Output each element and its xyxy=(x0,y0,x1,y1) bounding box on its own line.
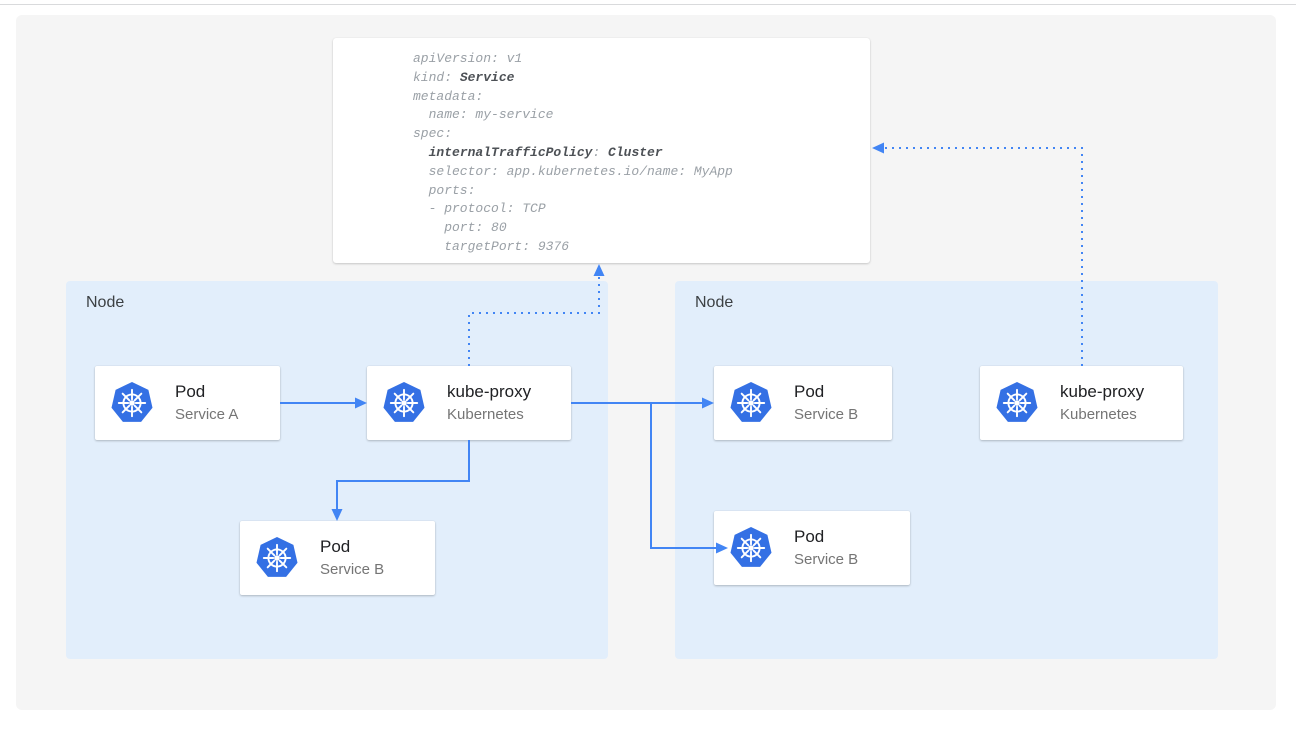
top-divider xyxy=(0,4,1296,5)
card-subtitle: Service B xyxy=(794,551,859,568)
yaml-code-line: targetPort: 9376 xyxy=(413,238,570,254)
node-label: Node xyxy=(86,294,125,311)
kubernetes-logo-icon xyxy=(729,526,773,570)
pod-card-service-b-right-bottom: Pod Service B xyxy=(714,511,910,585)
yaml-code-line: - protocol: TCP xyxy=(413,201,546,217)
card-title: kube-proxy xyxy=(1060,382,1145,401)
yaml-code-line: kind: Service xyxy=(413,69,515,85)
card-subtitle: Kubernetes xyxy=(1060,406,1137,423)
yaml-code-line: selector: app.kubernetes.io/name: MyApp xyxy=(413,163,733,179)
yaml-code-line: apiVersion: v1 xyxy=(413,51,523,66)
card-title: Pod xyxy=(794,527,825,546)
node-box-right: Node xyxy=(675,281,1218,659)
card-title: Pod xyxy=(320,537,351,556)
kubernetes-logo-icon xyxy=(995,381,1039,425)
card-subtitle: Service B xyxy=(320,561,385,578)
yaml-code-line: ports: xyxy=(413,182,476,198)
kubernetes-logo-icon xyxy=(382,381,426,425)
card-text: Pod Service B xyxy=(794,526,858,570)
card-title: kube-proxy xyxy=(447,382,532,401)
yaml-code-line: name: my-service xyxy=(413,107,554,123)
card-subtitle: Service A xyxy=(175,406,239,423)
yaml-code-block: apiVersion: v1 kind: Service metadata: nam… xyxy=(413,50,870,257)
card-title: Pod xyxy=(794,382,825,401)
card-text: Pod Service B xyxy=(320,536,384,580)
yaml-code-line: internalTrafficPolicy: Cluster xyxy=(428,144,663,160)
card-subtitle: Service B xyxy=(794,406,859,423)
yaml-code-line: metadata: xyxy=(413,88,484,104)
card-title: Pod xyxy=(175,382,206,401)
kubernetes-logo-icon xyxy=(729,381,773,425)
node-box-left: Node xyxy=(66,281,608,659)
kube-proxy-card-right: kube-proxy Kubernetes xyxy=(980,366,1183,440)
card-text: kube-proxy Kubernetes xyxy=(1060,381,1144,425)
card-text: Pod Service A xyxy=(175,381,238,425)
yaml-code-line: port: 80 xyxy=(413,220,507,236)
card-text: Pod Service B xyxy=(794,381,858,425)
card-subtitle: Kubernetes xyxy=(447,406,524,423)
pod-card-service-b-left: Pod Service B xyxy=(240,521,435,595)
service-yaml-card: apiVersion: v1 kind: Service metadata: nam… xyxy=(333,38,870,263)
pod-card-service-b-right-top: Pod Service B xyxy=(714,366,892,440)
card-text: kube-proxy Kubernetes xyxy=(447,381,531,425)
yaml-code-line: spec: xyxy=(413,126,453,142)
kubernetes-logo-icon xyxy=(255,536,299,580)
pod-card-service-a: Pod Service A xyxy=(95,366,280,440)
kube-proxy-card-left: kube-proxy Kubernetes xyxy=(367,366,571,440)
node-label: Node xyxy=(695,294,734,311)
kubernetes-logo-icon xyxy=(110,381,154,425)
